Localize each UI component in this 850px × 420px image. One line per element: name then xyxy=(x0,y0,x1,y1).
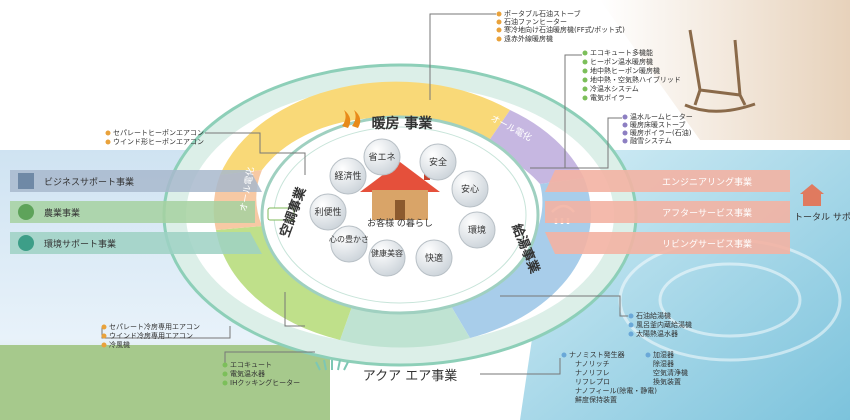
house-icon xyxy=(360,162,440,220)
callout-bullets-purple xyxy=(622,114,628,144)
value-comfort: 快適 xyxy=(425,252,443,264)
callout-item: 鮮度保持装置 xyxy=(575,395,617,404)
room-photo xyxy=(600,0,850,140)
right-band xyxy=(545,170,790,192)
value-richness-of-heart: 心の豊かさ xyxy=(329,234,369,244)
value-environment: 環境 xyxy=(468,224,486,236)
living-service-label: リビングサービス事業 xyxy=(662,238,752,250)
callout-item: 電気ボイラー xyxy=(590,93,632,102)
value-ball xyxy=(415,239,453,277)
callout-item: 電気温水器 xyxy=(230,369,265,378)
air-conditioning-segment[interactable] xyxy=(216,226,355,340)
heating-business-label: 暖房 事業 xyxy=(372,115,434,132)
value-convenience: 利便性 xyxy=(314,206,341,218)
callout-bullets-green xyxy=(222,50,588,386)
callout-item: ウインド形ヒーポンエアコン xyxy=(113,138,204,146)
rocking-chair-icon xyxy=(684,29,756,113)
value-ball xyxy=(329,157,367,195)
callout-item: 寒冷地向け石油暖房機(FF式/ポット式) xyxy=(504,25,625,34)
callout-item: 温水ルームヒーター xyxy=(630,112,693,121)
callout-item: IHクッキングヒーター xyxy=(230,378,300,387)
value-safety: 安全 xyxy=(429,156,447,168)
leaf-icon xyxy=(18,204,34,220)
left-band xyxy=(10,170,262,192)
right-band xyxy=(545,232,790,254)
after-service-label: アフターサービス事業 xyxy=(662,207,752,219)
business-support-label: ビジネスサポート事業 xyxy=(44,176,134,188)
callout-item: ナノリッチ xyxy=(575,360,610,368)
flame-icon xyxy=(342,110,361,128)
engineering-label: エンジニアリング事業 xyxy=(662,176,752,188)
value-economy: 経済性 xyxy=(334,170,361,182)
callout-item: 遠赤外線暖房機 xyxy=(504,34,553,43)
callout-item: 地中熱・空気熱ハイブリッド xyxy=(590,75,681,84)
support-house-icon xyxy=(800,184,824,206)
value-ball xyxy=(368,239,406,277)
field-photo xyxy=(0,345,330,420)
all-electric-segment-top[interactable] xyxy=(484,110,584,184)
value-energy-saving: 省エネ xyxy=(368,151,395,163)
value-ball xyxy=(330,225,368,263)
callout-bullets-blue xyxy=(561,313,651,358)
connector-lines xyxy=(101,13,628,375)
callout-item: 空気清浄機 xyxy=(653,368,688,377)
callout-item: 換気装置 xyxy=(653,377,681,386)
callout-item: 石油ファンヒーター xyxy=(504,17,567,26)
building-icon xyxy=(18,173,34,189)
callout-item: エコキュート多機能 xyxy=(590,48,653,57)
mist-icon xyxy=(315,359,349,371)
value-ball xyxy=(363,138,401,176)
callout-item: ナノミスト発生器 xyxy=(569,350,625,359)
callout-item: 除湿器 xyxy=(653,359,674,368)
center-label: お客様 の暮らし xyxy=(367,217,433,229)
callout-item: 太陽熱温水器 xyxy=(636,329,678,338)
left-band xyxy=(10,232,262,254)
heating-segment[interactable] xyxy=(220,81,510,175)
recycle-icon xyxy=(18,235,34,251)
left-band xyxy=(10,201,255,223)
callout-item: 冷風機 xyxy=(109,340,130,349)
aircon-icon xyxy=(267,207,295,221)
callout-item: 加湿器 xyxy=(653,350,674,359)
callout-bullets xyxy=(101,11,502,348)
agriculture-label: 農業事業 xyxy=(44,207,80,219)
value-health-beauty: 健康美容 xyxy=(371,248,403,258)
callout-item: 暖房床暖ストーブ xyxy=(630,120,686,129)
callout-item: 暖房ボイラー(石油) xyxy=(630,128,692,137)
callout-item: 冷温水システム xyxy=(590,84,639,93)
value-ball xyxy=(309,193,347,231)
callout-item: セパレートヒーポンエアコン xyxy=(113,129,204,137)
callout-item: エコキュート xyxy=(230,361,272,369)
callout-item: 風呂釜内蔵給湯機 xyxy=(636,320,692,329)
callout-item: リフレプロ xyxy=(575,378,610,386)
value-ball xyxy=(458,211,496,249)
callout-item: 地中熱ヒーポン暖房機 xyxy=(590,66,660,75)
aqua-air-business-label: アクア エア事業 xyxy=(363,368,457,384)
value-security: 安心 xyxy=(461,183,479,195)
callout-item: ナノフィール(除電・静電) xyxy=(575,386,657,395)
callout-item: ヒーポン温水暖房機 xyxy=(590,57,653,66)
callout-item: 融雪システム xyxy=(630,136,672,145)
callout-item: ポータブル石油ストーブ xyxy=(504,9,581,18)
value-balls xyxy=(309,138,496,277)
environment-support-label: 環境サポート事業 xyxy=(44,238,116,250)
value-ball xyxy=(419,143,457,181)
value-ball xyxy=(451,170,489,208)
total-support-label: トータル サポート事業 xyxy=(794,211,850,223)
callout-item: 石油給湯機 xyxy=(636,311,671,320)
callout-item: ウインド冷房専用エアコン xyxy=(109,331,193,340)
callout-item: セパレート冷房専用エアコン xyxy=(109,322,200,331)
right-band xyxy=(545,201,790,223)
callout-item: ナノリフレ xyxy=(575,369,610,377)
